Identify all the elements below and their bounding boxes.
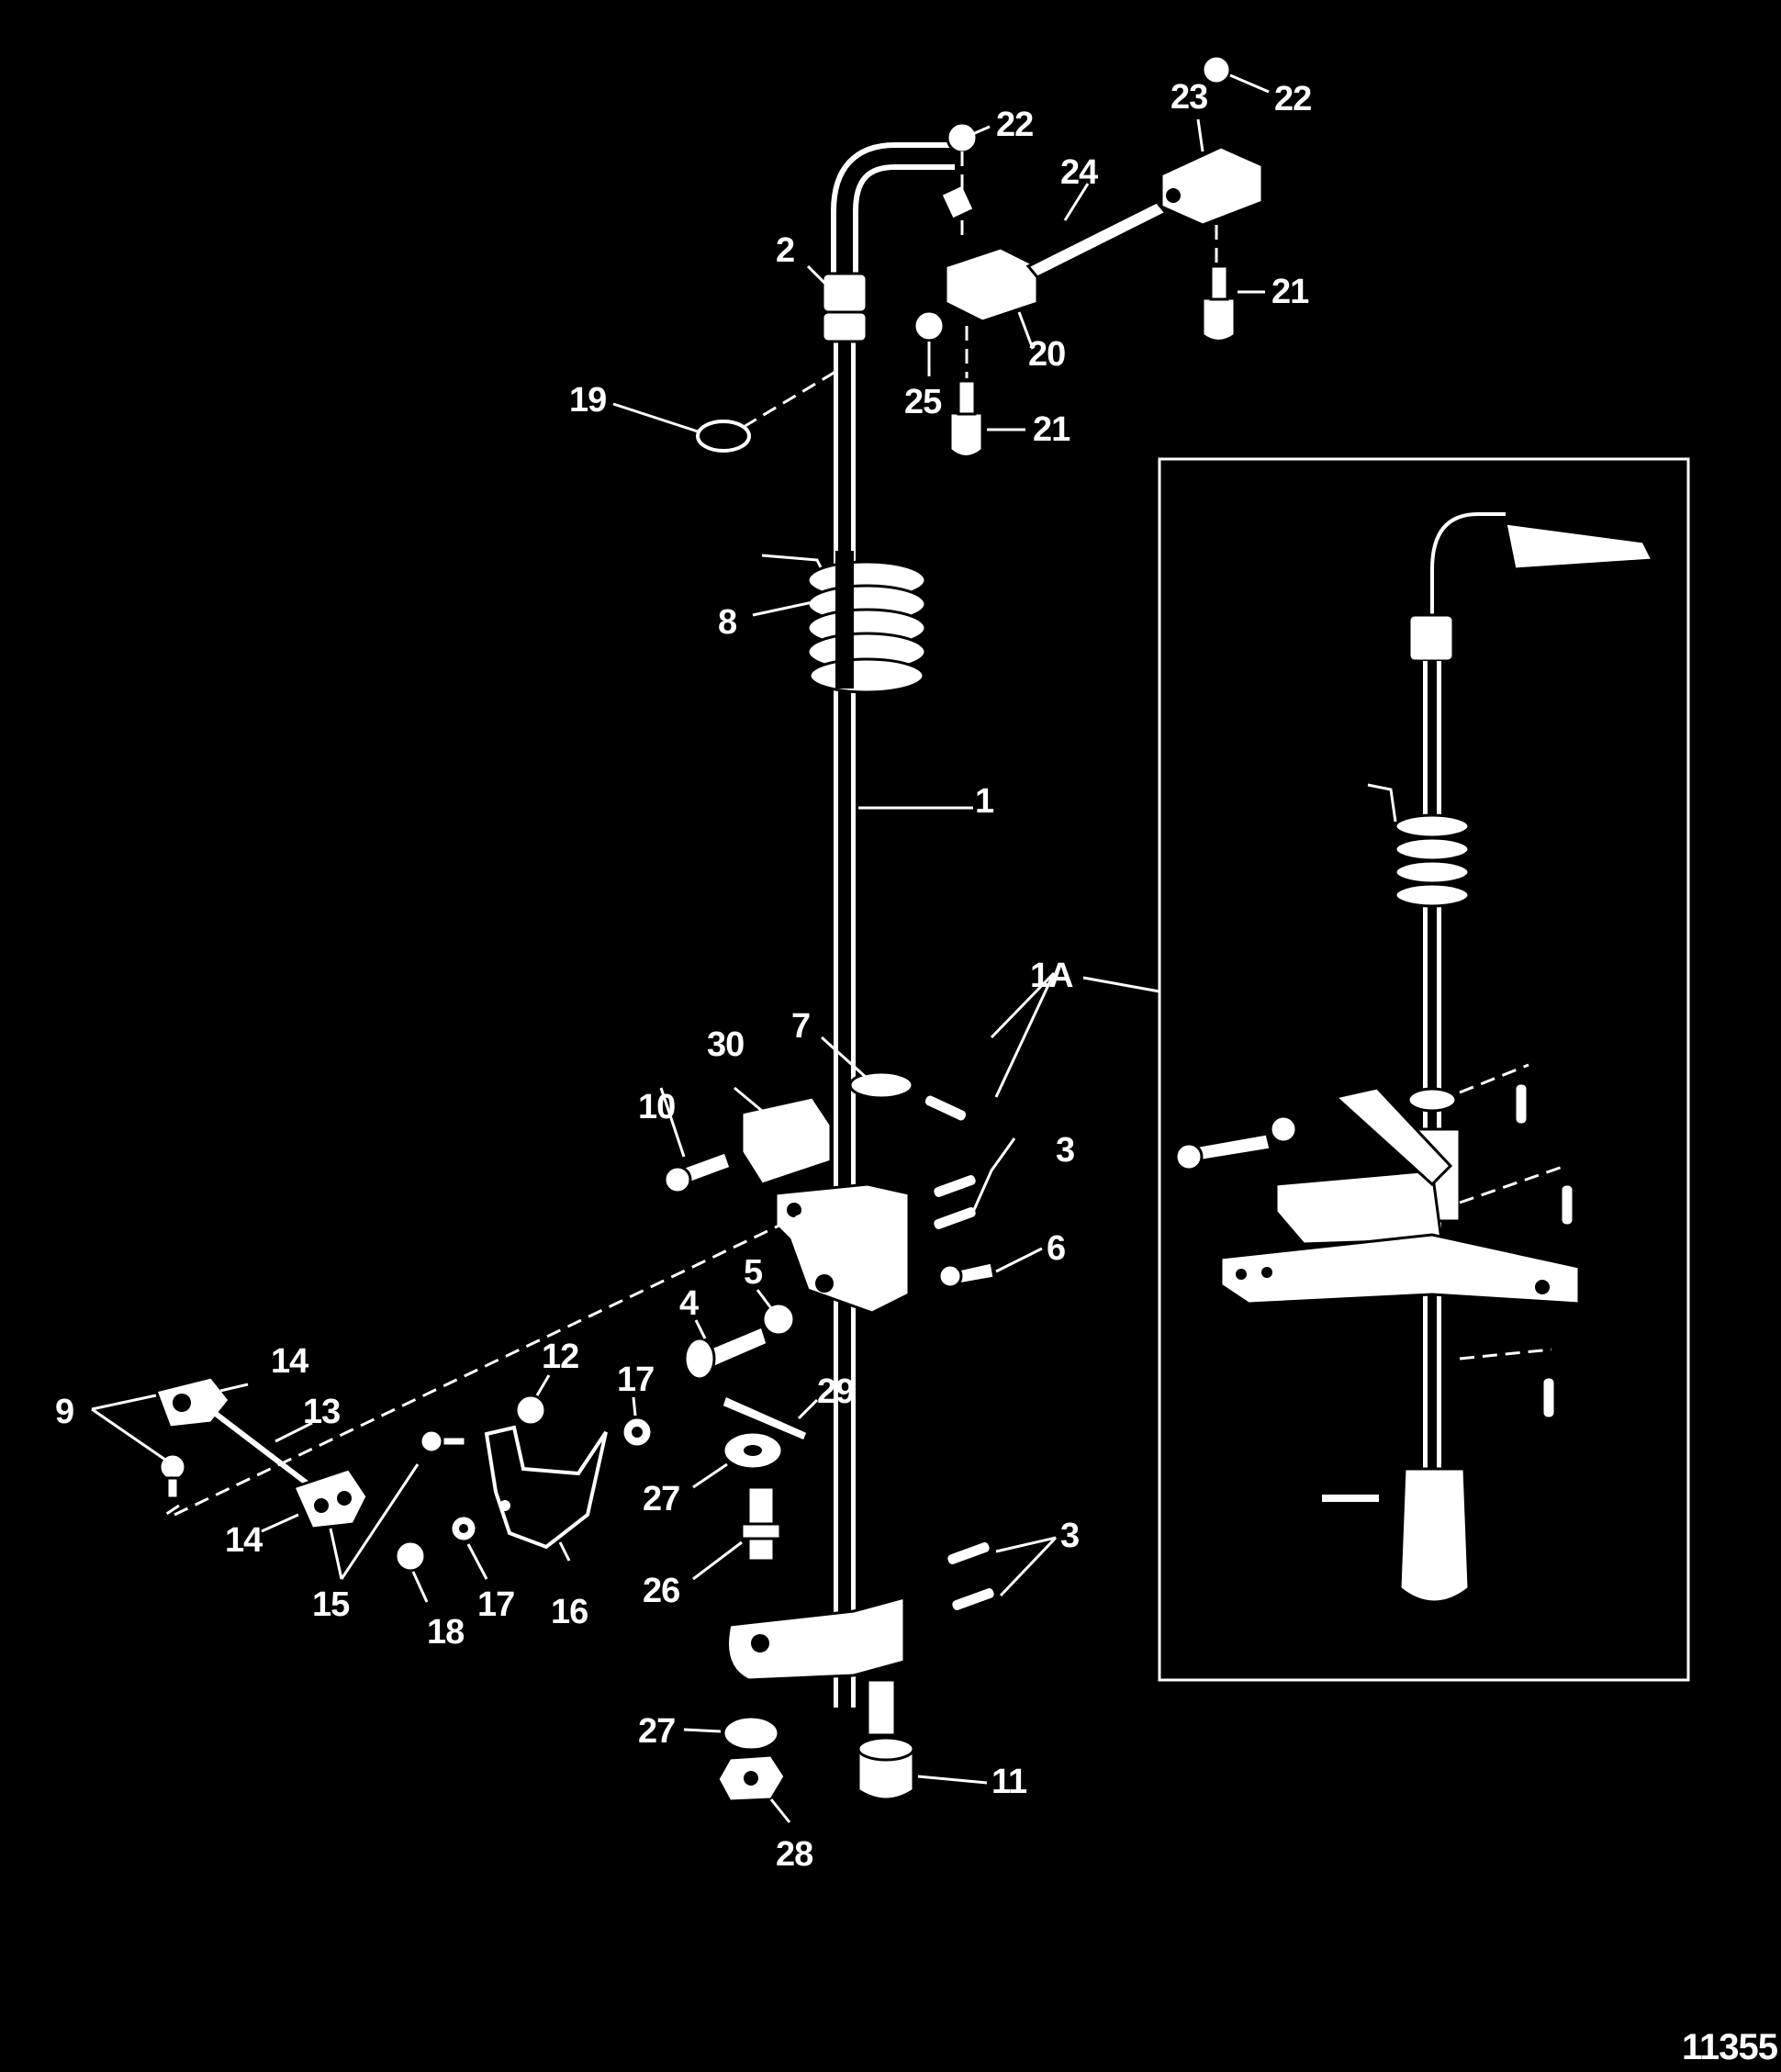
callout-22-left: 22: [996, 106, 1033, 144]
top-linkage: [696, 54, 1264, 458]
callout-10: 10: [638, 1088, 675, 1126]
callout-1: 1: [975, 782, 994, 821]
callout-1A: 1A: [1030, 957, 1073, 995]
callout-16: 16: [551, 1593, 588, 1631]
callout-30: 30: [707, 1025, 744, 1064]
callout-23: 23: [1171, 78, 1207, 117]
lever-hardware: [663, 1092, 997, 1613]
callout-29: 29: [817, 1372, 854, 1411]
callout-labels: 1 1A 2 3 3 4 5 6 7 8 9 10 11 12 13 14 14…: [55, 78, 1312, 1874]
callout-14-lower: 14: [225, 1521, 263, 1560]
leader-lines: [91, 73, 1270, 1823]
callout-12: 12: [542, 1338, 578, 1376]
callout-19: 19: [569, 381, 606, 420]
callout-8: 8: [718, 603, 736, 642]
callout-20: 20: [1028, 335, 1065, 374]
callout-4: 4: [679, 1284, 699, 1323]
callout-15: 15: [312, 1585, 350, 1624]
throttle-link-parts: [154, 1210, 810, 1803]
callout-2: 2: [776, 231, 794, 270]
callout-7: 7: [791, 1007, 810, 1046]
callout-3-upper: 3: [1056, 1131, 1074, 1170]
callout-27-upper: 27: [643, 1480, 679, 1518]
callout-5: 5: [744, 1253, 763, 1292]
callout-21-upper: 21: [1271, 273, 1309, 311]
callout-13: 13: [303, 1393, 340, 1431]
callout-27-lower: 27: [638, 1712, 675, 1751]
callout-25: 25: [904, 383, 942, 421]
callout-26: 26: [643, 1572, 679, 1610]
callout-11: 11: [991, 1763, 1027, 1801]
inset-1A: [1158, 457, 1690, 1682]
main-shaft: [726, 142, 977, 1801]
callout-6: 6: [1047, 1229, 1065, 1268]
callout-28: 28: [776, 1835, 812, 1874]
figure-number: 11355: [1681, 2027, 1778, 2067]
callout-21-lower: 21: [1033, 410, 1070, 449]
callout-22-right: 22: [1274, 80, 1311, 118]
callout-24: 24: [1060, 153, 1098, 192]
callout-14-upper: 14: [271, 1342, 308, 1381]
callout-9: 9: [55, 1393, 73, 1431]
callout-17-left: 17: [477, 1585, 514, 1624]
callout-3-lower: 3: [1060, 1517, 1079, 1555]
callout-17-right: 17: [617, 1361, 654, 1399]
callout-18: 18: [427, 1613, 464, 1652]
